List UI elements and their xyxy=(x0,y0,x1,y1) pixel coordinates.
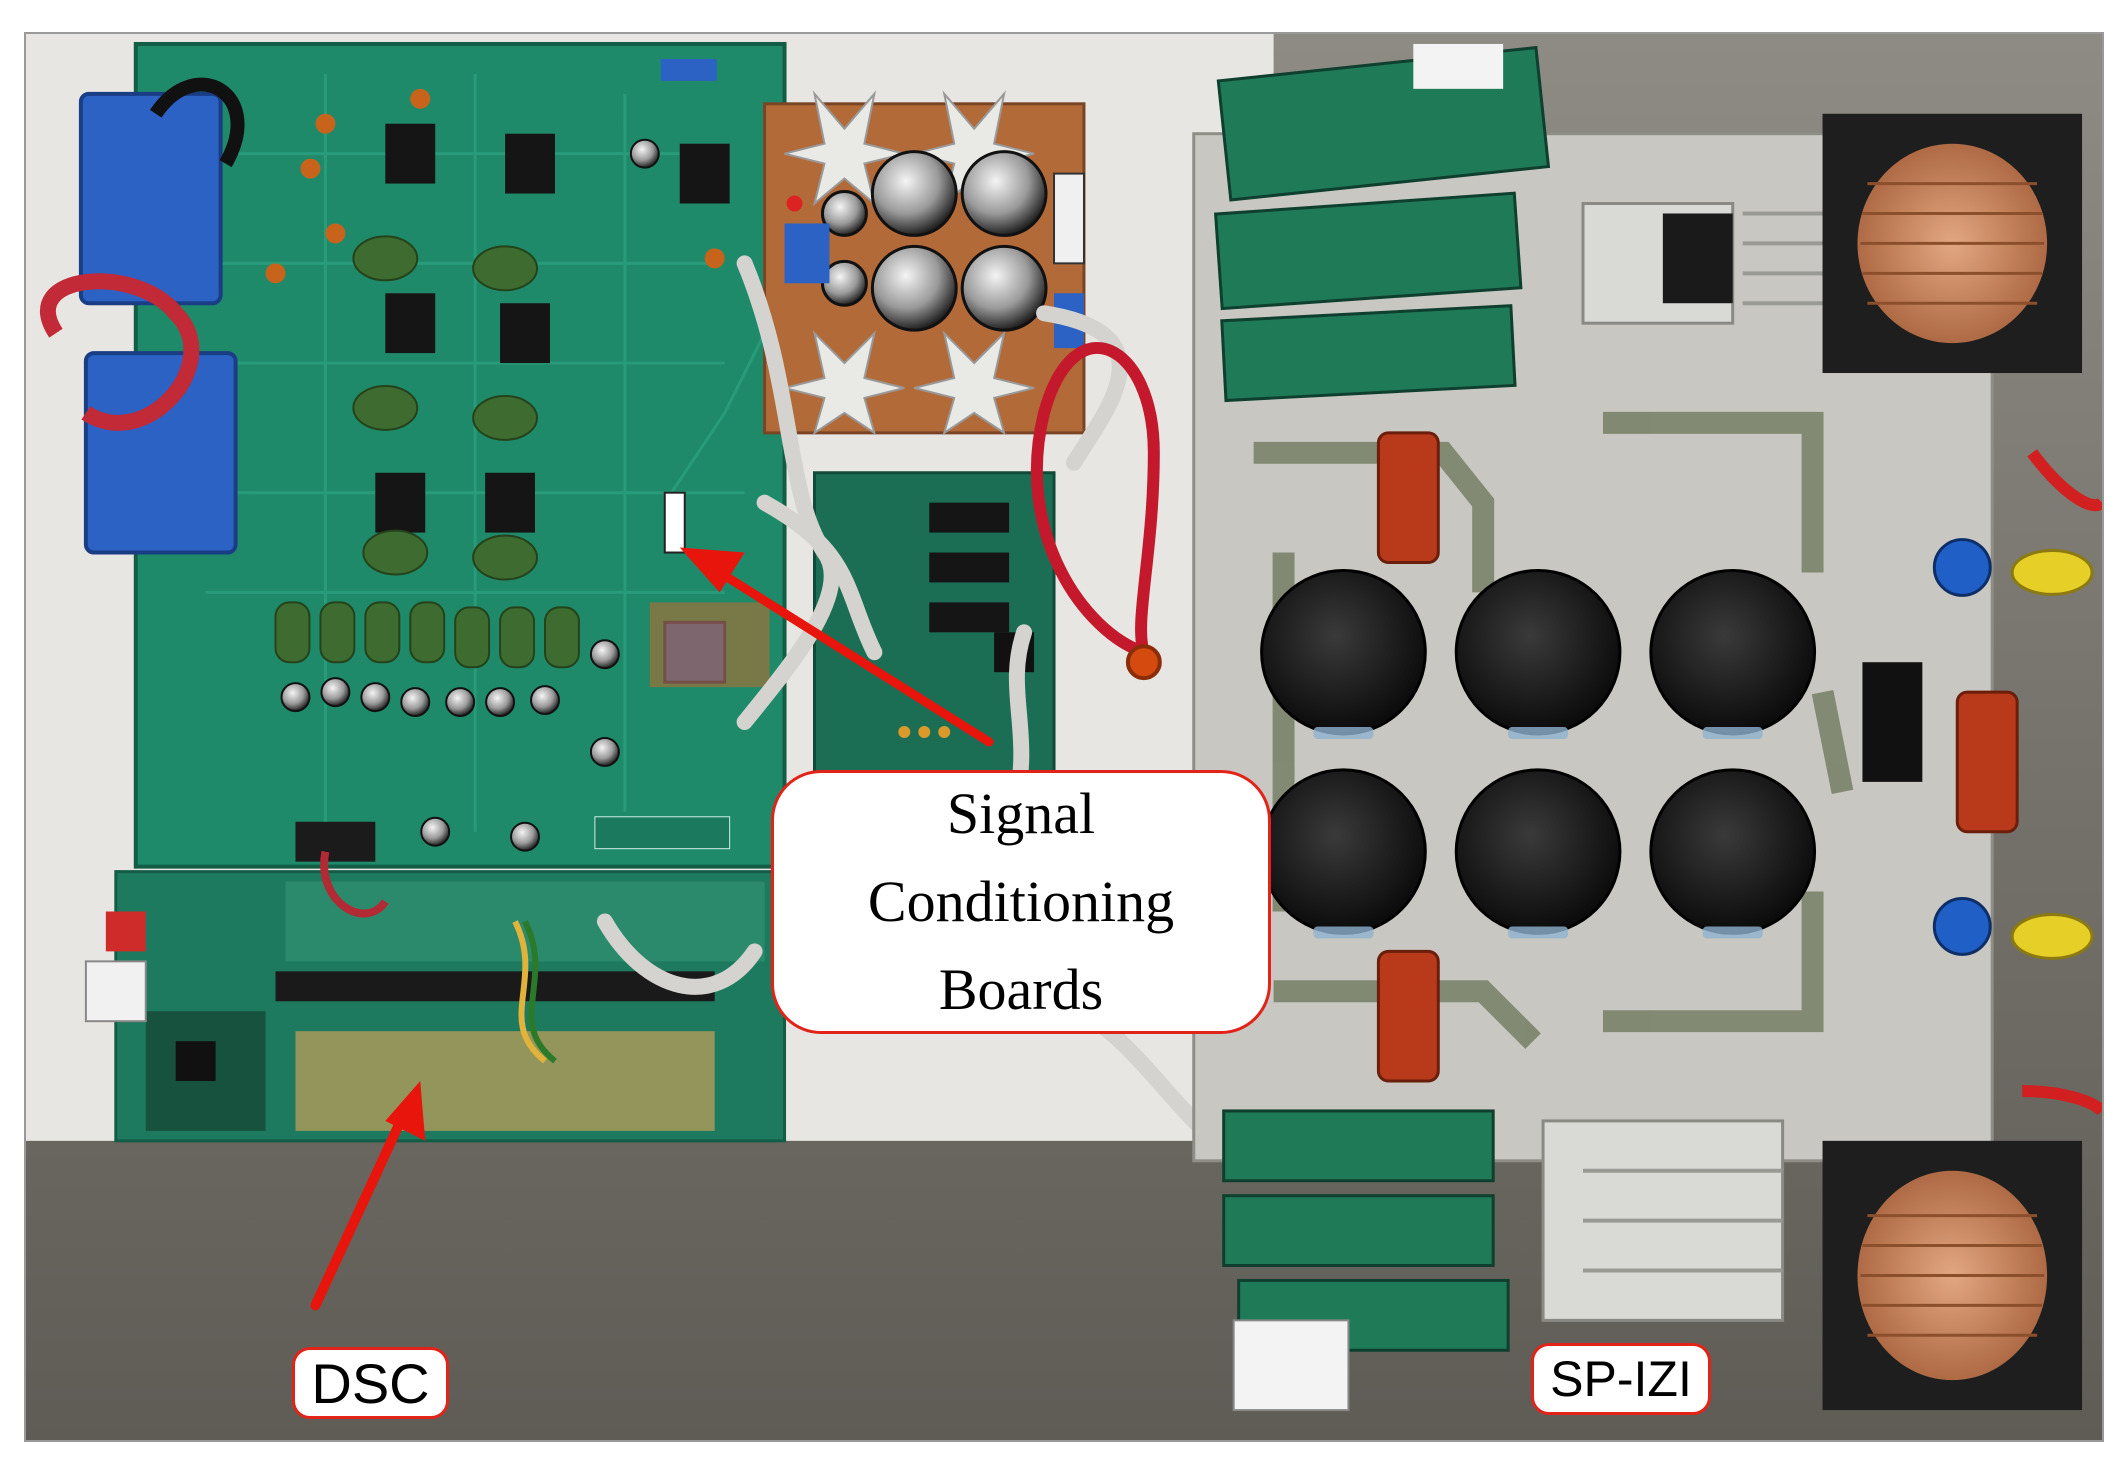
signal-conditioning-label-text: Signal Conditioning Boards xyxy=(867,781,1175,1022)
red-wire-loop-2 xyxy=(149,77,245,168)
current-sensor-1 xyxy=(78,91,223,306)
dsc-label-text: DSC xyxy=(311,1351,430,1415)
red-wire-loop-center xyxy=(1030,342,1160,658)
arrow-up-icon xyxy=(310,1081,426,1311)
power-supply-board xyxy=(763,90,1086,436)
hardware-photo: Signal Conditioning Boards DSC SP-IZI xyxy=(24,32,2104,1442)
current-sensor-2 xyxy=(83,351,238,555)
dsc-board xyxy=(84,850,787,1143)
sp-izi-label-text: SP-IZI xyxy=(1550,1351,1692,1407)
red-wire-loop-1 xyxy=(40,273,200,431)
sp-izi-inverter xyxy=(1192,43,2102,1412)
dsc-label: DSC xyxy=(292,1347,449,1419)
hardware-illustration xyxy=(26,34,2102,1440)
sp-izi-label: SP-IZI xyxy=(1531,1343,1711,1415)
signal-conditioning-label: Signal Conditioning Boards xyxy=(771,770,1271,1034)
signal-conditioning-board xyxy=(40,41,787,869)
arrow-up-left-icon xyxy=(679,547,994,747)
